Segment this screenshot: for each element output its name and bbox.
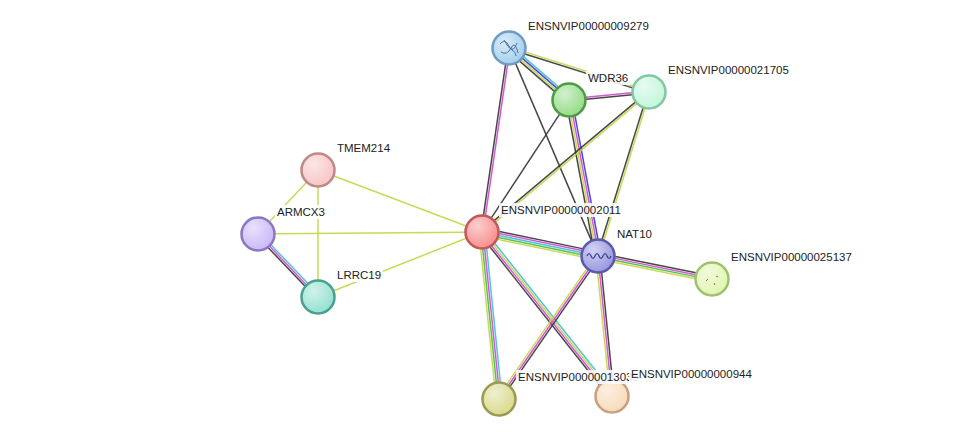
protein-node: ENSNVIP00000009279 <box>491 30 527 66</box>
protein-node: WDR36 <box>551 82 587 118</box>
evidence-line <box>498 239 581 256</box>
evidence-line <box>485 65 507 215</box>
interaction-edge <box>507 269 590 386</box>
evidence-line <box>271 245 308 283</box>
node-circle <box>694 261 730 297</box>
evidence-line <box>614 262 695 278</box>
interaction-edge <box>334 238 466 290</box>
evidence-line <box>604 109 645 241</box>
interaction-edge <box>586 93 632 100</box>
evidence-line <box>510 271 590 386</box>
evidence-line <box>499 235 582 252</box>
protein-node: ENSNVIP00000002011 <box>464 214 500 250</box>
node-label: WDR36 <box>586 71 630 85</box>
interaction-edge <box>483 65 507 216</box>
evidence-line <box>600 273 611 379</box>
node-label: ENSNVIP00000009279 <box>526 19 651 33</box>
interaction-edge <box>498 232 582 257</box>
node-circle <box>481 381 517 417</box>
evidence-line <box>483 249 497 382</box>
evidence-line <box>498 237 581 254</box>
evidence-line <box>507 269 587 384</box>
protein-node: TMEM214 <box>300 152 336 188</box>
interaction-edge <box>494 102 636 222</box>
evidence-line <box>496 104 637 222</box>
interaction-edge <box>481 249 501 383</box>
protein-node: NAT10 <box>580 238 616 274</box>
node-circle <box>580 238 616 274</box>
evidence-line <box>569 117 592 240</box>
node-label: ENSNVIP00000000944 <box>629 367 754 381</box>
node-label: LRRC19 <box>335 268 383 282</box>
evidence-line <box>334 238 466 290</box>
node-circle <box>631 74 667 110</box>
node-label: NAT10 <box>615 227 654 241</box>
interaction-edge <box>602 108 645 240</box>
evidence-line <box>481 249 495 382</box>
node-circle <box>300 152 336 188</box>
interaction-edge <box>598 273 613 380</box>
interaction-edge <box>614 256 696 278</box>
evidence-line <box>598 273 609 379</box>
node-label: TMEM214 <box>335 141 392 155</box>
interaction-edge <box>268 245 307 286</box>
node-circle <box>240 216 276 252</box>
interaction-edge <box>569 116 598 240</box>
protein-node: LRRC19 <box>300 279 336 315</box>
evidence-line <box>275 232 465 234</box>
evidence-line <box>268 248 305 286</box>
node-circle <box>551 82 587 118</box>
evidence-line <box>602 108 643 240</box>
evidence-line <box>521 60 555 90</box>
evidence-line <box>586 95 632 100</box>
node-label: ENSNVIP00000025137 <box>729 250 854 264</box>
evidence-line <box>575 116 598 239</box>
protein-node: ENSNVIP00000025137 <box>694 261 730 297</box>
evidence-line <box>509 270 589 385</box>
evidence-line <box>614 260 695 276</box>
interaction-edge <box>334 176 466 226</box>
node-circle <box>300 279 336 315</box>
interaction-edge <box>275 232 465 234</box>
evidence-line <box>494 102 635 220</box>
evidence-line <box>573 117 596 240</box>
protein-node: ENSNVIP00000021705 <box>631 74 667 110</box>
node-label: ENSNVIP00000021705 <box>666 63 791 77</box>
evidence-line <box>525 54 633 88</box>
evidence-line <box>334 176 466 226</box>
node-label: ENSNVIP00000013035 <box>516 370 641 384</box>
protein-node: ARMCX3 <box>240 216 276 252</box>
node-label: ENSNVIP00000002011 <box>499 203 623 217</box>
node-circle <box>464 214 500 250</box>
evidence-line <box>526 52 634 86</box>
evidence-line <box>615 258 696 274</box>
interaction-edge <box>525 52 633 88</box>
evidence-line <box>490 247 599 384</box>
evidence-line <box>483 65 505 215</box>
node-label: ARMCX3 <box>275 205 327 219</box>
evidence-line <box>571 117 594 240</box>
protein-node: ENSNVIP00000013035 <box>481 381 517 417</box>
evidence-line <box>270 246 307 284</box>
node-circle <box>491 30 527 66</box>
